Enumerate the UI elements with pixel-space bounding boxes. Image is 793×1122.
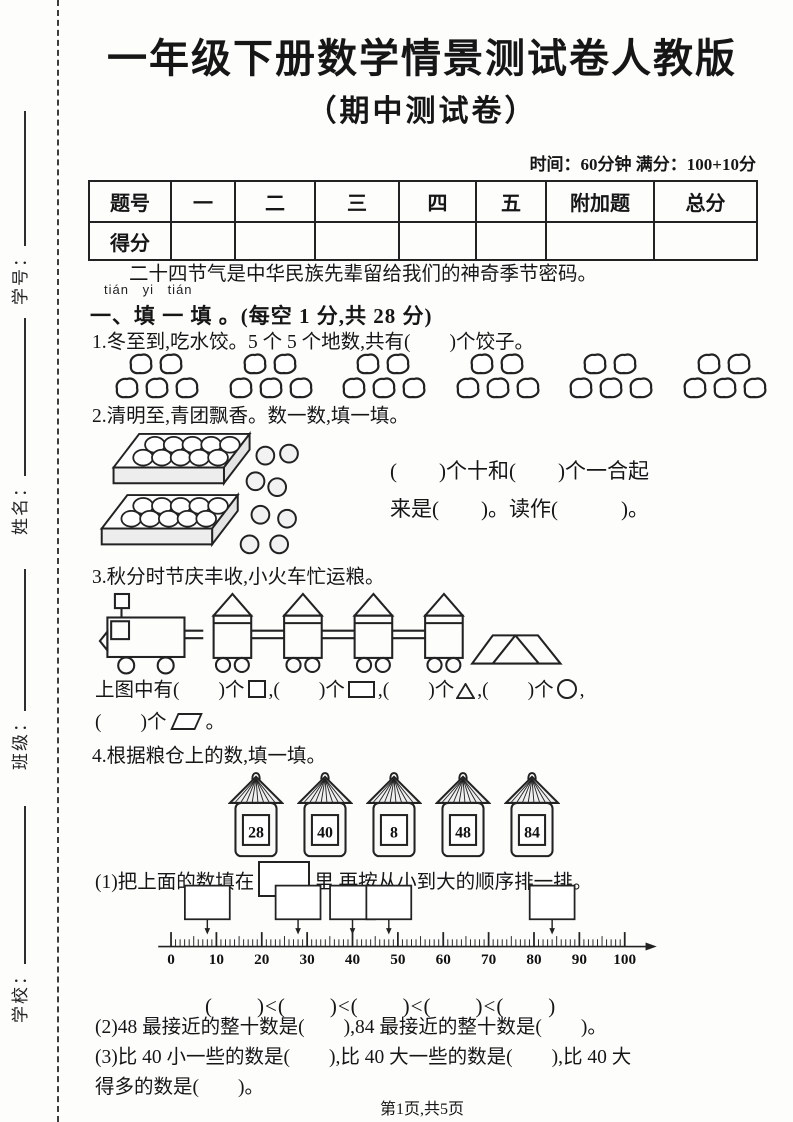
cut-dashed-line: [57, 0, 59, 1122]
question-4-sub-3-line-1: (3)比 40 小一些的数是( ),比 40 大一些的数是( ),比 40 大: [95, 1047, 632, 1068]
score-cell: [234, 221, 316, 261]
grain-silos-figure: 28 40 8 48 84: [228, 772, 560, 860]
score-table-corner: 题号: [88, 180, 172, 223]
svg-text:10: 10: [209, 951, 225, 968]
svg-text:90: 90: [572, 951, 588, 968]
score-col-3: 三: [314, 180, 400, 223]
score-col-1: 一: [170, 180, 236, 223]
sidebar-field-school: 学校：: [2, 788, 52, 1028]
svg-text:60: 60: [436, 951, 452, 968]
dumpling-groups-figure: [112, 353, 772, 401]
score-table-header-row: 题号 一 二 三 四 五 附加题 总分: [88, 180, 758, 223]
dumpling-group: [569, 353, 653, 399]
sidebar-field-class: 班级：: [2, 552, 52, 774]
question-1-text: 1.冬至到,吃水饺。5 个 5 个地数,共有( )个饺子。: [92, 332, 534, 353]
question-3-count-line-2: ( )个。: [95, 712, 226, 733]
question-2-blank-line-1: ( )个十和( )个一合起: [390, 459, 649, 483]
question-4-sub-2: (2)48 最接近的整十数是( ),84 最接近的整十数是( )。: [95, 1017, 607, 1038]
circle-shape: [556, 679, 577, 699]
page-number-footer: 第1页,共5页: [379, 1101, 464, 1118]
compare-order-line: ( )<( )<( )<( )<( ): [205, 994, 557, 1018]
school-label: 学校：: [11, 966, 30, 1023]
score-table: 题号 一 二 三 四 五 附加题 总分 得分: [88, 180, 758, 261]
score-row-label: 得分: [88, 221, 172, 261]
square-shape: [247, 680, 266, 698]
score-cell: [398, 221, 477, 261]
school-blank: [7, 806, 26, 964]
grain-silo: 8: [366, 772, 422, 858]
number-line-figure: 0 10 20 30 40 50 60 70 80 90 100: [158, 884, 657, 968]
pinyin-annotation: tián yi tián: [104, 282, 193, 297]
score-cell: [475, 221, 547, 261]
class-blank: [7, 569, 26, 711]
grain-silo: 40: [297, 772, 353, 858]
question-3-text: 3.秋分时节庆丰收,小火车忙运粮。: [92, 567, 385, 588]
svg-text:28: 28: [248, 824, 264, 841]
score-cell: [314, 221, 400, 261]
sidebar-field-name: 姓名：: [2, 300, 52, 540]
question-4-sub-3-line-2: 得多的数是( )。: [95, 1077, 264, 1098]
score-cell: [170, 221, 236, 261]
score-table-score-row: 得分: [88, 221, 758, 261]
svg-text:84: 84: [524, 824, 540, 841]
dumpling-group: [683, 353, 767, 399]
svg-text:40: 40: [345, 951, 361, 968]
dumpling-group: [115, 353, 199, 399]
svg-text:40: 40: [317, 824, 333, 841]
dumpling-group: [229, 353, 313, 399]
time-score-info: 时间：60分钟 满分：100+10分: [529, 155, 756, 174]
rectangle-shape: [347, 681, 375, 698]
student-id-blank: [7, 111, 26, 246]
question-2-text: 2.清明至,青团飘香。数一数,填一填。: [92, 406, 409, 427]
dumpling-group: [342, 353, 426, 399]
section-one-heading: 一、填 一 填 。(每空 1 分,共 28 分): [90, 304, 433, 328]
question-4-text: 4.根据粮仓上的数,填一填。: [92, 746, 327, 767]
svg-text:50: 50: [390, 951, 406, 968]
score-col-total: 总分: [653, 180, 758, 223]
svg-text:0: 0: [167, 951, 175, 968]
student-id-label: 学号：: [11, 248, 30, 305]
page-title: 一年级下册数学情景测试卷人教版: [107, 36, 737, 81]
grain-silo: 28: [228, 772, 284, 858]
svg-text:30: 30: [300, 951, 316, 968]
class-label: 班级：: [11, 713, 30, 770]
svg-text:80: 80: [526, 951, 542, 968]
score-col-bonus: 附加题: [545, 180, 655, 223]
parallelogram-shape: [169, 713, 203, 730]
score-col-2: 二: [234, 180, 316, 223]
svg-text:100: 100: [613, 951, 636, 968]
name-blank: [7, 318, 26, 476]
svg-text:48: 48: [455, 824, 471, 841]
train-figure: [98, 592, 563, 675]
triangle-shape: [455, 682, 476, 706]
name-label: 姓名：: [11, 478, 30, 535]
bun-trays-figure: [99, 431, 299, 555]
score-cell: [653, 221, 758, 261]
grain-silo: 84: [504, 772, 560, 858]
intro-sentence: 二十四节气是中华民族先辈留给我们的神奇季节密码。: [129, 264, 598, 285]
question-2-blank-line-2: 来是( )。读作( )。: [390, 497, 649, 521]
page-subtitle: （期中测试卷）: [306, 95, 538, 128]
svg-text:70: 70: [481, 951, 497, 968]
sidebar-field-student-id: 学号：: [2, 95, 52, 310]
svg-text:20: 20: [254, 951, 270, 968]
dumpling-group: [456, 353, 540, 399]
question-3-count-line-1: 上图中有( )个,( )个,( )个,( )个,: [95, 679, 585, 706]
score-col-4: 四: [398, 180, 477, 223]
grain-silo: 48: [435, 772, 491, 858]
score-col-5: 五: [475, 180, 547, 223]
svg-text:8: 8: [390, 824, 398, 841]
score-cell: [545, 221, 655, 261]
